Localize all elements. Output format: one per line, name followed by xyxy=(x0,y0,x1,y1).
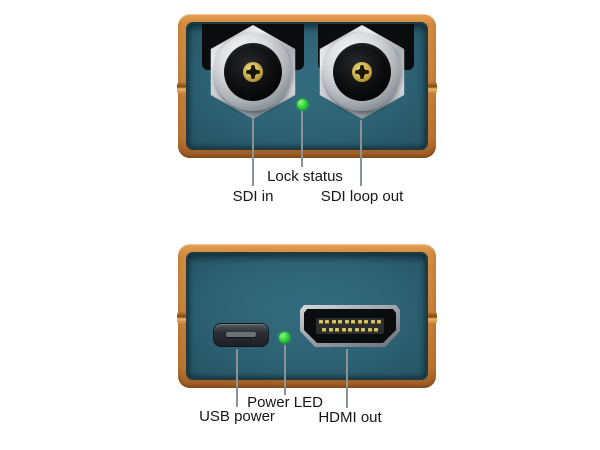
converter-bottom-view xyxy=(177,244,437,388)
hdmi-port xyxy=(300,305,400,347)
label-hdmi-out: HDMI out xyxy=(318,409,382,426)
label-sdi-in: SDI in xyxy=(232,188,274,205)
label-sdi-loop-out: SDI loop out xyxy=(320,188,404,205)
bnc-connector-sdi-in xyxy=(205,24,301,120)
case-seam-right xyxy=(428,82,437,94)
callout-line-lock-status xyxy=(301,111,303,167)
callout-line-sdi-loop-out xyxy=(360,120,362,186)
bnc-pin-hole xyxy=(249,68,257,76)
bottom-panel xyxy=(186,252,428,380)
top-panel xyxy=(186,22,428,150)
case-seam-left xyxy=(177,82,186,94)
callout-line-usb-power xyxy=(236,349,238,407)
label-power-led: Power LED xyxy=(247,394,323,411)
micro-usb-tongue xyxy=(226,332,256,337)
callout-line-sdi-in xyxy=(252,118,254,186)
callout-line-hdmi-out xyxy=(346,349,348,408)
hdmi-pin-row xyxy=(319,320,381,324)
converter-top-view xyxy=(177,14,437,158)
callout-line-power-led xyxy=(284,345,286,395)
label-usb-power: USB power xyxy=(199,408,275,425)
bnc-connector-sdi-loop-out xyxy=(314,24,410,120)
lock-status-led xyxy=(297,99,308,110)
power-led xyxy=(279,332,290,343)
hdmi-tongue xyxy=(316,318,384,334)
case-seam-left xyxy=(177,312,186,324)
case-seam-right xyxy=(428,312,437,324)
label-lock-status: Lock status xyxy=(267,168,343,185)
micro-usb-port xyxy=(213,323,269,347)
bnc-pin-hole xyxy=(358,68,366,76)
hdmi-pin-row xyxy=(322,328,378,332)
